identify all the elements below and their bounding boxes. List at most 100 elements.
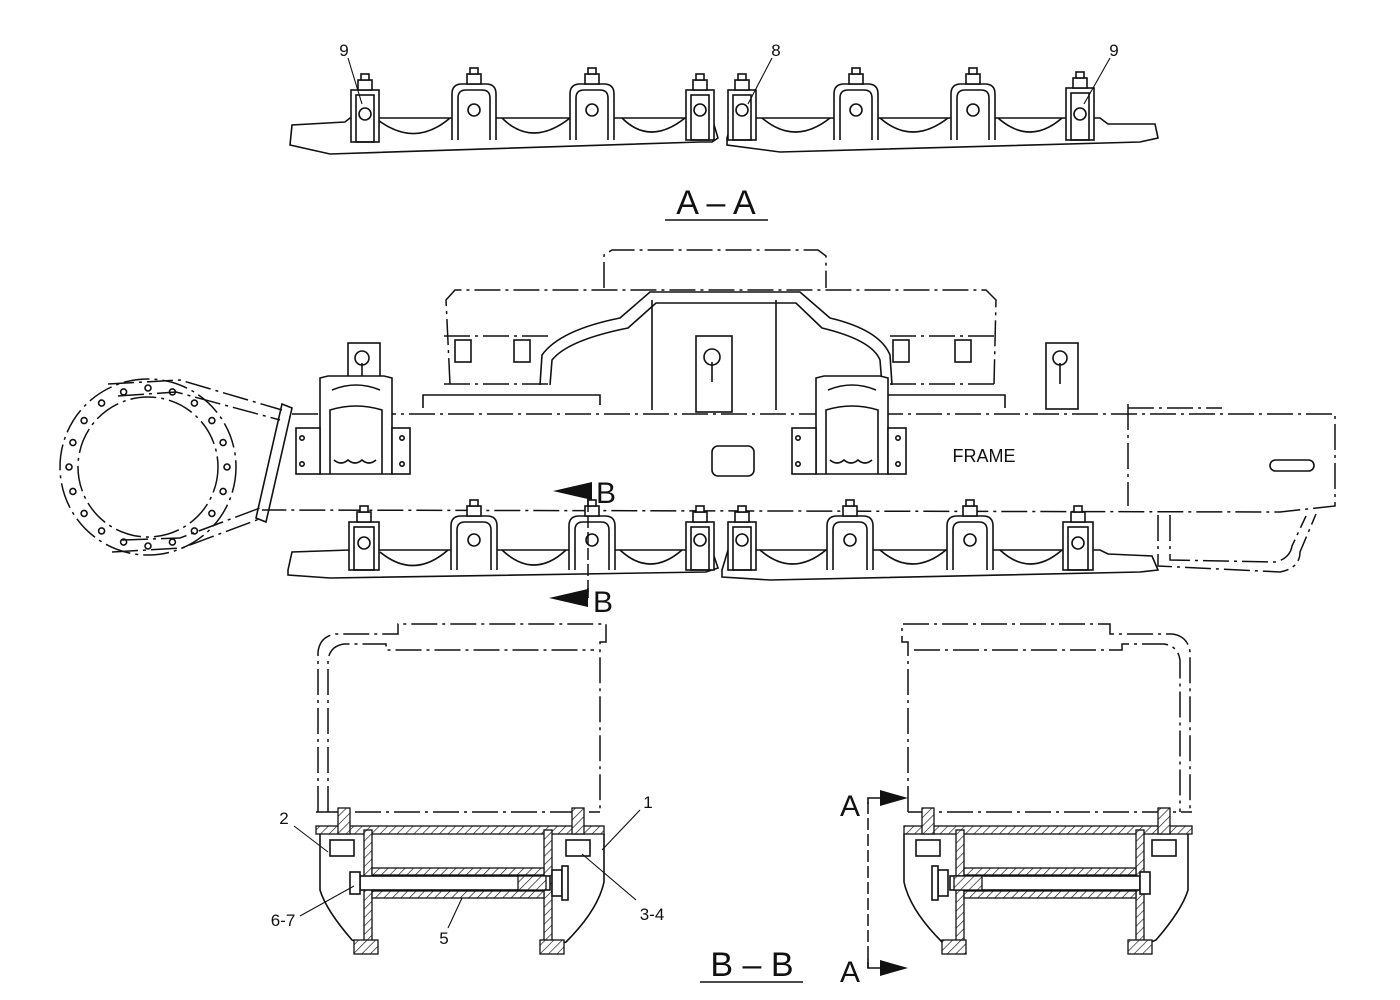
bb-left-bracket-right [553, 834, 605, 947]
bracket-hole [963, 533, 977, 547]
frame-window [711, 445, 755, 477]
leader-5 [447, 897, 463, 929]
bb-left-topnut-r [565, 839, 591, 857]
bracket-inner [839, 89, 873, 140]
bracket-inner [457, 89, 491, 140]
bb-right-topbolt-r [1157, 807, 1171, 835]
slewing-ring [59, 378, 237, 556]
bracket-bolt-head [848, 73, 864, 85]
bb-right-housing-phantom [901, 623, 1191, 812]
ring-bolt-hole [190, 399, 199, 407]
bracket-bolt-head [466, 505, 482, 517]
ring-bolt-hole [80, 416, 88, 425]
bracket-hole [1071, 536, 1085, 550]
callout-8: 8 [771, 41, 780, 60]
bracket-inner [1070, 92, 1090, 141]
bb-right-topbolt-l [921, 807, 935, 835]
ring-bolt-hole [65, 463, 73, 471]
bb-right-bolt-head [1139, 871, 1151, 895]
ring-bolt-hole [219, 438, 227, 447]
bracket-bolt-tip [587, 499, 597, 507]
bracket-bolt-head [842, 505, 858, 517]
rail-clamp-bracket [826, 499, 874, 570]
bracket-bolt-tip [469, 499, 479, 507]
rail-end-bracket [348, 505, 380, 571]
bracket-inner [832, 521, 868, 570]
bb-right-foot-left [941, 939, 967, 955]
bracket-bolt-tip [587, 67, 597, 75]
leader-1 [601, 809, 641, 851]
center-bracket [695, 335, 733, 413]
bb-left-housing-phantom [317, 623, 607, 812]
bracket-bolt-tip [359, 505, 369, 513]
bracket-hole [358, 107, 372, 121]
bb-left-tube-top [371, 867, 545, 876]
aa-brackets [350, 67, 1095, 143]
frame-beam [261, 413, 1336, 513]
bb-left-washer [561, 865, 569, 901]
ring-bolt-hole [190, 527, 199, 535]
leader-2 [293, 825, 329, 853]
bracket-bolt-head [1070, 511, 1086, 523]
rail-end-bracket [685, 73, 715, 141]
bracket-hole [849, 103, 863, 117]
section-arrow-b-lower-label: B [593, 586, 613, 619]
bb-left-housing-inner [327, 643, 594, 812]
rail-clamp-bracket [950, 67, 996, 140]
bracket-bolt-head [734, 79, 750, 91]
bb-left-bolt-head [349, 871, 361, 895]
bb-right-housing-inner [914, 643, 1181, 812]
section-arrow-a-lower [867, 958, 882, 969]
bracket-bolt-head [357, 79, 373, 91]
bb-left-topbolt-l [337, 807, 351, 835]
ring-bolt-hole [119, 388, 128, 396]
bracket-hole [693, 533, 707, 547]
bracket-hole [966, 103, 980, 117]
mount-block-right [791, 375, 907, 475]
leader-9-right [1083, 57, 1111, 105]
bracket-bolt-head [734, 511, 750, 523]
lower-brackets [348, 499, 1094, 571]
bracket-bolt-tip [737, 505, 747, 513]
frame-lower-extension [1157, 513, 1317, 573]
bb-right-topnut-l [915, 839, 941, 857]
bb-right-washer [931, 865, 939, 901]
bracket-inner [732, 94, 752, 141]
rail-clamp-bracket [451, 67, 497, 140]
bracket-inner [952, 521, 988, 570]
bracket-bolt-tip [360, 73, 370, 81]
section-arrowhead-b-lower [549, 589, 588, 607]
bracket-outline [1065, 87, 1095, 141]
housing-lower-phantom [444, 335, 996, 385]
bracket-inner [355, 94, 375, 143]
rail-end-bracket [685, 505, 715, 571]
lower-rail-scallops [379, 549, 1063, 567]
bracket-bolt-tip [737, 73, 747, 81]
rail-clamp-bracket [569, 67, 615, 140]
bracket-bolt-tip [968, 67, 978, 75]
bracket-bolt-head [584, 73, 600, 85]
housing-body-phantom [445, 289, 997, 385]
bracket-hole [693, 103, 707, 117]
ring-bolt-hole [208, 509, 216, 518]
bracket-inner [1067, 526, 1089, 571]
callout-2: 2 [279, 809, 288, 828]
bracket-bolt-head [692, 511, 708, 523]
housing-phantom [603, 249, 827, 288]
bracket-bolt-tip [469, 67, 479, 75]
bracket-bolt-head [965, 73, 981, 85]
housing-inner-curve [539, 291, 893, 386]
section-arrowhead-a-upper [880, 790, 908, 806]
ring-arm-inner [117, 391, 281, 541]
section-arrowhead-b-upper [553, 482, 592, 500]
callout-3-4: 3-4 [640, 905, 665, 924]
section-bb-left [315, 623, 607, 955]
bracket-bolt-tip [965, 499, 975, 507]
bracket-inner [956, 89, 990, 140]
bb-left-plate [315, 825, 605, 835]
bracket-hole [585, 533, 599, 547]
bracket-bolt-head [466, 73, 482, 85]
rail-clamp-bracket [946, 499, 994, 570]
bb-right-foot-right [1127, 939, 1153, 955]
